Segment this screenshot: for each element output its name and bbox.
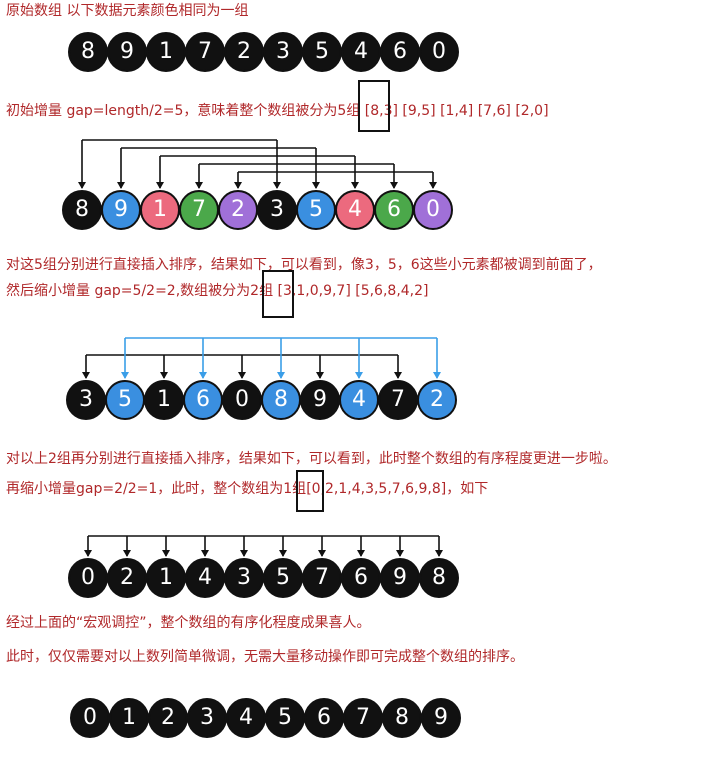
step1-array-element: 6 [374, 190, 414, 230]
original-array-element: 4 [341, 32, 381, 72]
step1-highlight-box [358, 80, 390, 132]
step2-description: 然后缩小增量 gap=5/2=2,数组被分为2组 [3,1,0,9,7] [5,… [6, 282, 429, 300]
original-array-element: 3 [263, 32, 303, 72]
final-array-element: 4 [226, 698, 266, 738]
step3-array-element: 6 [341, 558, 381, 598]
step1-arrow-head [390, 182, 398, 189]
title-text: 原始数组 以下数据元素颜色相同为一组 [6, 3, 249, 19]
step1-array-element: 7 [179, 190, 219, 230]
step2-group-a-arrow-head [394, 372, 402, 379]
step1-arrow-head [351, 182, 359, 189]
step1-arrow-head [156, 182, 164, 189]
step3-array-element: 0 [68, 558, 108, 598]
step3-arrow-head [318, 550, 326, 557]
step3-array-element: 4 [185, 558, 225, 598]
step3-arrow-head [279, 550, 287, 557]
step3-arrow-head [240, 550, 248, 557]
step2-group-a-arrow-head [316, 372, 324, 379]
conclusion-line1: 经过上面的“宏观调控”，整个数组的有序化程度成果喜人。 [6, 615, 371, 631]
step2-group-b-arrow-head [199, 372, 207, 379]
step1-arrow-head [234, 182, 242, 189]
step2-array-element: 0 [222, 380, 262, 420]
step1-arrow-head [273, 182, 281, 189]
step3-arrow-head [357, 550, 365, 557]
final-array-element: 1 [109, 698, 149, 738]
final-array-element: 6 [304, 698, 344, 738]
step2-group-b-arrow-head [355, 372, 363, 379]
step1-arrow-head [195, 182, 203, 189]
step3-array-element: 7 [302, 558, 342, 598]
final-array-element: 8 [382, 698, 422, 738]
step2-array-element: 1 [144, 380, 184, 420]
step3-text-after: [0,2,1,4,3,5,7,6,9,8]，如下 [306, 481, 489, 497]
step2-group-a-arrow-head [82, 372, 90, 379]
step3-highlight-box [296, 470, 324, 512]
step2-array-element: 9 [300, 380, 340, 420]
step3-array-element: 9 [380, 558, 420, 598]
step3-array-element: 8 [419, 558, 459, 598]
final-array-element: 9 [421, 698, 461, 738]
step2-group-b-arrow-head [433, 372, 441, 379]
step1-array-element: 8 [62, 190, 102, 230]
step1-text-after: [8,3] [9,5] [1,4] [7,6] [2,0] [360, 103, 549, 119]
step1-arrow-head [312, 182, 320, 189]
step2-boxed-group-count: 2组 [250, 283, 274, 299]
step2-group-b-arrow-head [277, 372, 285, 379]
step3-array-element: 1 [146, 558, 186, 598]
original-array-element: 1 [146, 32, 186, 72]
step1-arrow-head [429, 182, 437, 189]
step2-text-after: [3,1,0,9,7] [5,6,8,4,2] [273, 283, 429, 299]
step3-arrow-head [201, 550, 209, 557]
final-array-element: 5 [265, 698, 305, 738]
step2-array-element: 2 [417, 380, 457, 420]
step3-arrow-head [84, 550, 92, 557]
step3-array-element: 5 [263, 558, 303, 598]
step2-group-a-arrow-head [238, 372, 246, 379]
final-array-element: 3 [187, 698, 227, 738]
step2-array-element: 8 [261, 380, 301, 420]
step1-description: 初始增量 gap=length/2=5，意味着整个数组被分为5组 [8,3] [… [6, 102, 549, 120]
step1-arrow-head [78, 182, 86, 189]
step3-boxed-group-count: 1组 [283, 481, 307, 497]
step1-text-before: 初始增量 gap=length/2=5，意味着整个数组被分为 [6, 103, 338, 119]
step1-array-element: 0 [413, 190, 453, 230]
step3-array-element: 3 [224, 558, 264, 598]
step1-array-element: 9 [101, 190, 141, 230]
original-array-element: 2 [224, 32, 264, 72]
step3-arrow-head [162, 550, 170, 557]
final-array-element: 0 [70, 698, 110, 738]
step2-highlight-box [262, 270, 294, 318]
step1-arrow-head [117, 182, 125, 189]
step3-arrow-head [123, 550, 131, 557]
step2-group-b-arrow-head [121, 372, 129, 379]
conclusion-line2: 此时，仅仅需要对以上数列简单微调，无需大量移动操作即可完成整个数组的排序。 [6, 649, 524, 665]
step2-line1: 对这5组分别进行直接插入排序，结果如下，可以看到，像3，5，6这些小元素都被调到… [6, 257, 602, 273]
step2-text-before: 然后缩小增量 gap=5/2=2,数组被分为 [6, 283, 251, 299]
step3-line1: 对以上2组再分别进行直接插入排序，结果如下，可以看到，此时整个数组的有序程度更进… [6, 451, 617, 467]
original-array-element: 6 [380, 32, 420, 72]
step3-array-element: 2 [107, 558, 147, 598]
step3-text-before: 再缩小增量gap=2/2=1，此时，整个数组为 [6, 481, 284, 497]
step3-description: 再缩小增量gap=2/2=1，此时，整个数组为1组[0,2,1,4,3,5,7,… [6, 480, 488, 498]
original-array-element: 0 [419, 32, 459, 72]
step2-group-a-arrow-head [160, 372, 168, 379]
step1-boxed-group-count: 5组 [337, 103, 361, 119]
step3-arrow-head [435, 550, 443, 557]
step1-array-element: 2 [218, 190, 258, 230]
final-array-element: 2 [148, 698, 188, 738]
step3-arrow-head [396, 550, 404, 557]
final-array-element: 7 [343, 698, 383, 738]
